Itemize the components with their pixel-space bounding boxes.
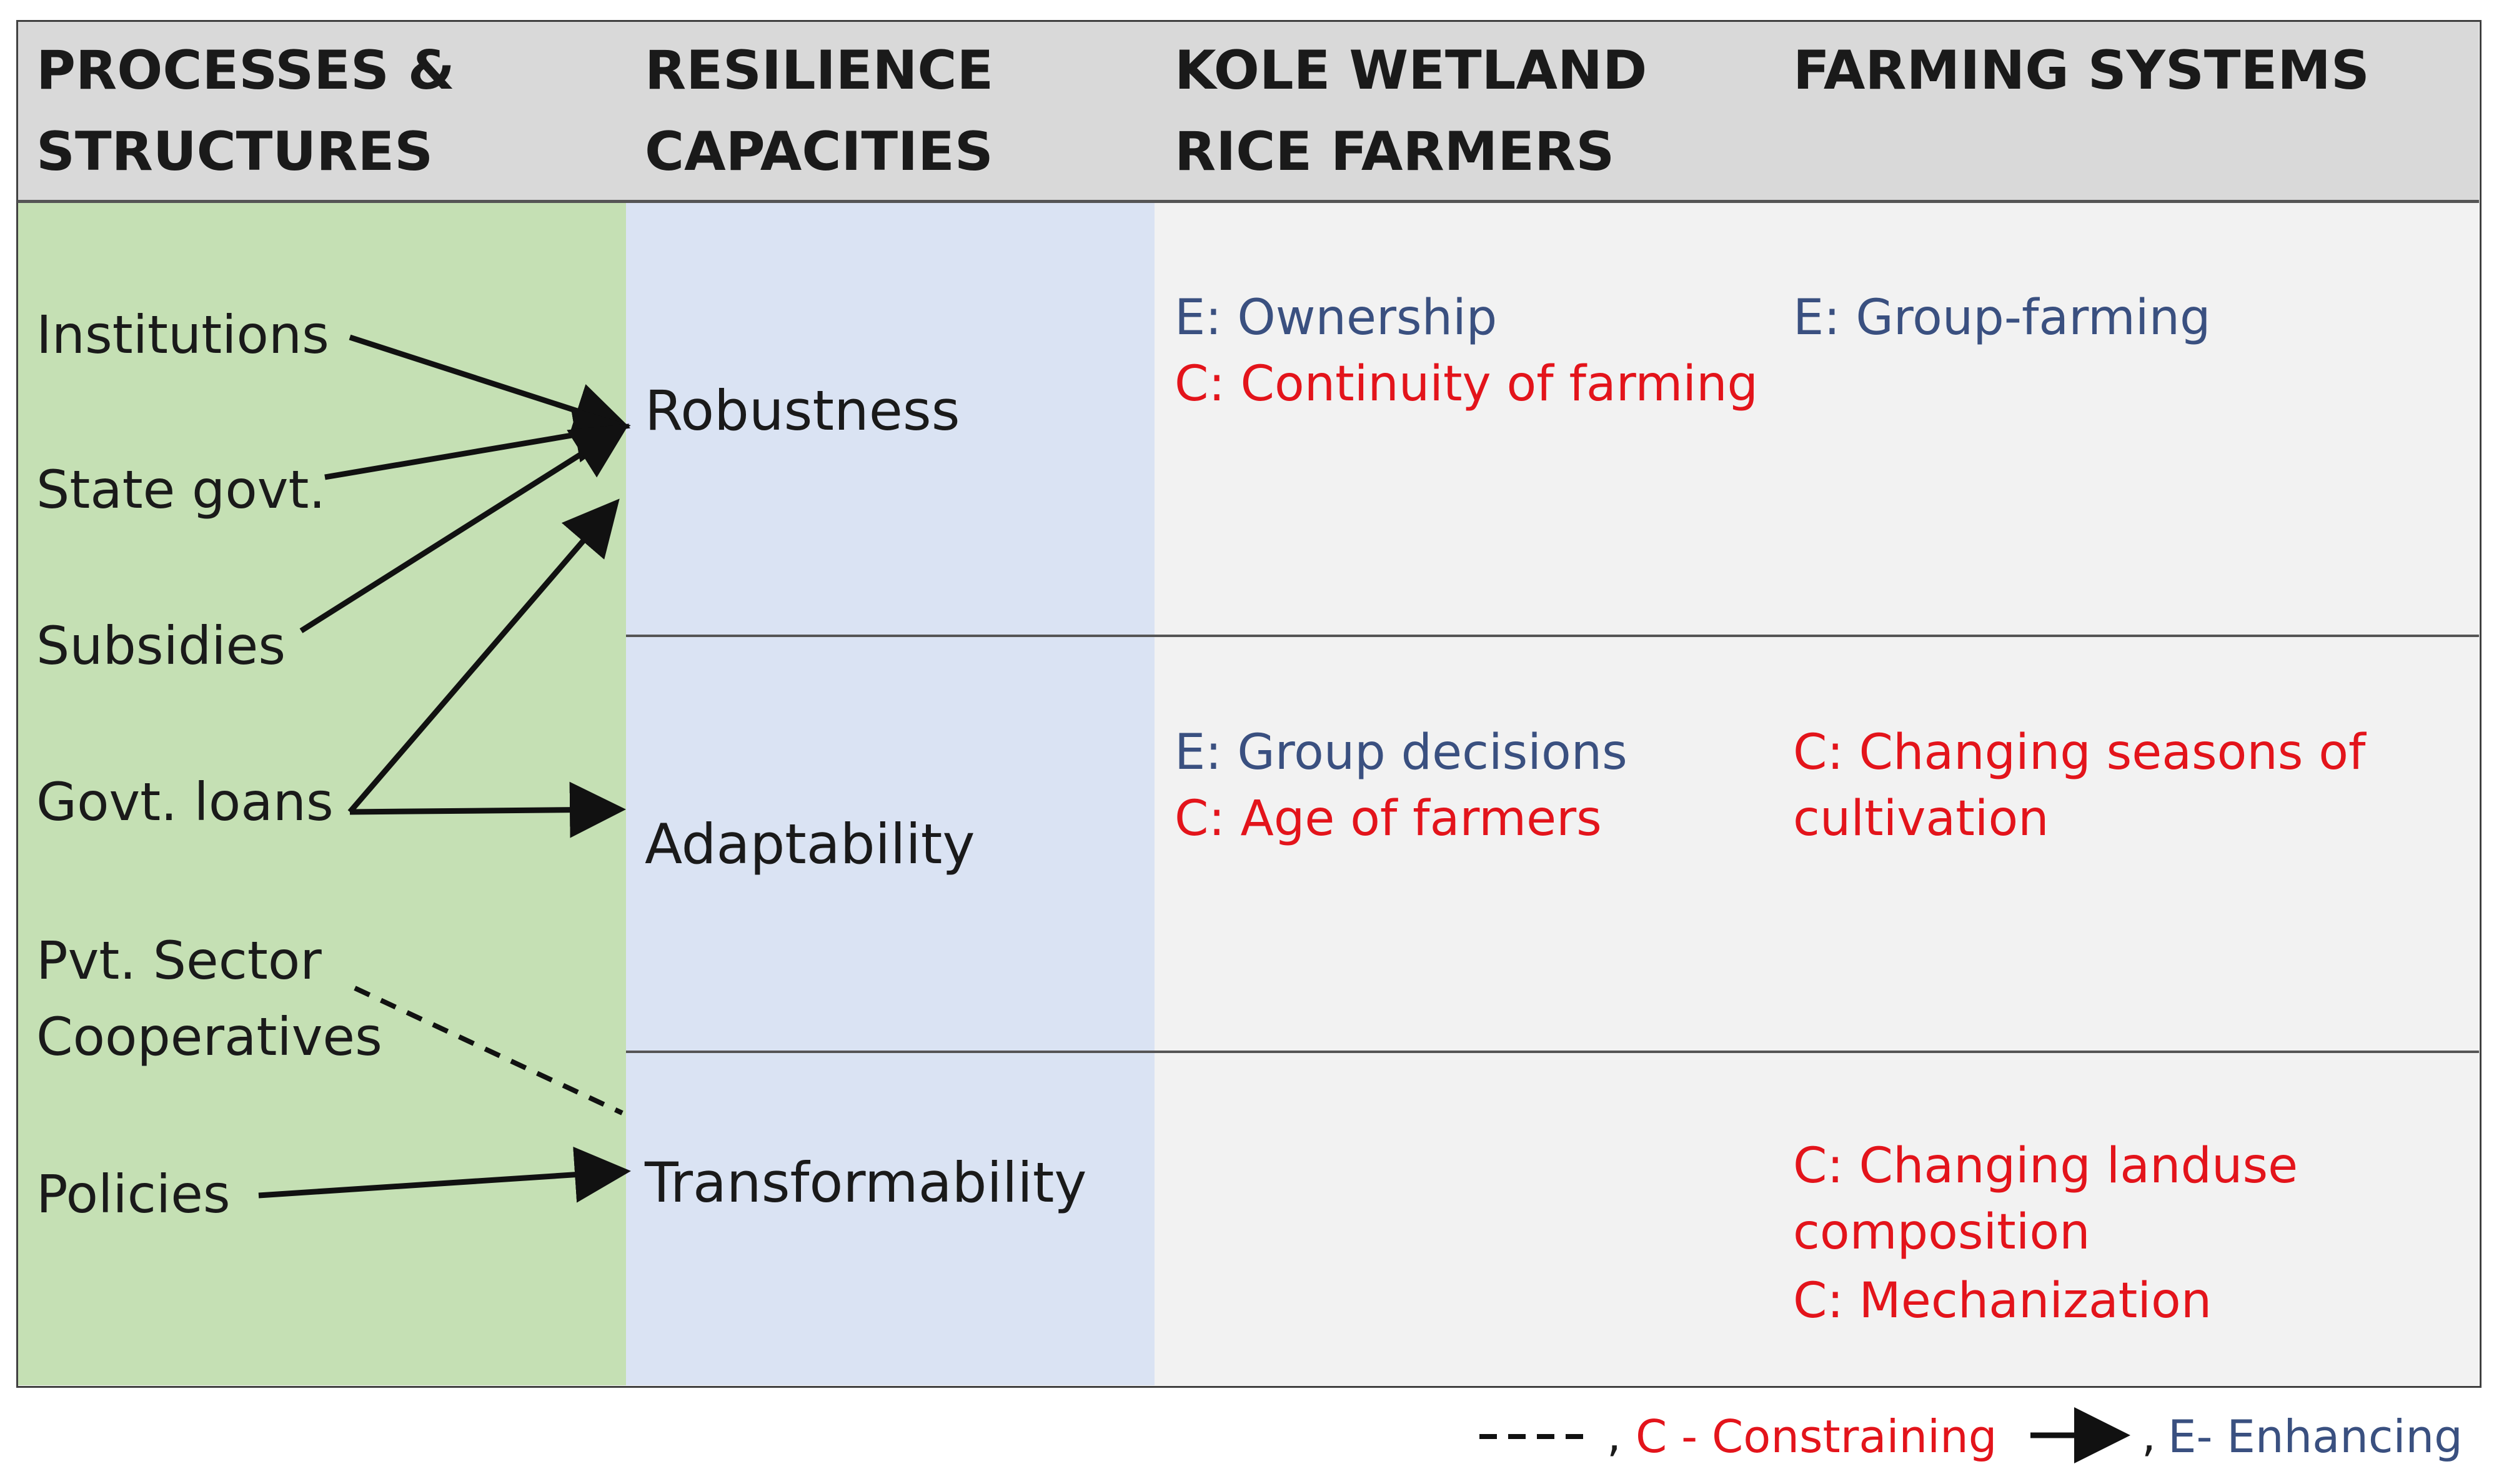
header-band (17, 21, 2479, 202)
farming-transformability-c1-line1: C: Changing landuse (1793, 1138, 2298, 1194)
table-border (16, 20, 2482, 1388)
farming-robustness-e: E: Group-farming (1793, 290, 2211, 346)
farming-transformability-c2: C: Mechanization (1793, 1273, 2212, 1329)
dashed-pvt-coop-transformability (354, 986, 624, 1115)
arrow-institutions-robustness (349, 334, 631, 438)
arrow-subsidies-robustness (299, 423, 630, 633)
process-subsidies: Subsidies (36, 615, 286, 676)
capacity-adaptability: Adaptability (645, 812, 975, 876)
farmers-adaptability-c: C: Age of farmers (1175, 791, 1602, 847)
header-farmers: KOLE WETLAND RICE FARMERS (1175, 39, 1647, 183)
processes-column (17, 202, 626, 1385)
legend-dashed-separator: , (1607, 1409, 1621, 1462)
arrow-govt-loans-robustness (347, 498, 620, 814)
arrow-govt-loans-adaptability (349, 781, 626, 838)
legend-enhancing: E- Enhancing (2168, 1410, 2463, 1463)
header-capacities: RESILIENCE CAPACITIES (645, 39, 994, 183)
farming-transformability-c1-line2: composition (1793, 1204, 2090, 1260)
row-divider-2 (626, 1051, 2479, 1053)
farmers-robustness-c: C: Continuity of farming (1175, 356, 1759, 412)
process-policies: Policies (36, 1164, 231, 1225)
row-divider-1 (626, 635, 2479, 637)
legend-solid-separator: , (2142, 1409, 2156, 1462)
arrow-policies-transformability (258, 1146, 631, 1203)
legend-constraining: C - Constraining (1636, 1410, 1997, 1463)
farmers-adaptability-e: E: Group decisions (1175, 725, 1627, 781)
header-processes: PROCESSES & STRUCTURES (36, 39, 455, 183)
process-institutions: Institutions (36, 304, 329, 365)
header-divider (17, 200, 2479, 203)
capacities-column (626, 202, 1155, 1385)
capacity-transformability: Transformability (645, 1150, 1087, 1215)
farming-adaptability-c-line1: C: Changing seasons of (1793, 725, 2366, 781)
arrow-state-govt-robustness (324, 407, 631, 480)
process-state-govt: State govt. (36, 459, 326, 520)
farmers-robustness-e: E: Ownership (1175, 290, 1498, 346)
process-cooperatives: Cooperatives (36, 1006, 382, 1067)
content-area (1155, 202, 2479, 1385)
header-farming: FARMING SYSTEMS (1793, 39, 2370, 102)
farming-adaptability-c-line2: cultivation (1793, 791, 2049, 847)
process-pvt-sector: Pvt. Sector (36, 930, 322, 991)
capacity-robustness: Robustness (645, 378, 960, 443)
process-govt-loans: Govt. loans (36, 771, 334, 833)
